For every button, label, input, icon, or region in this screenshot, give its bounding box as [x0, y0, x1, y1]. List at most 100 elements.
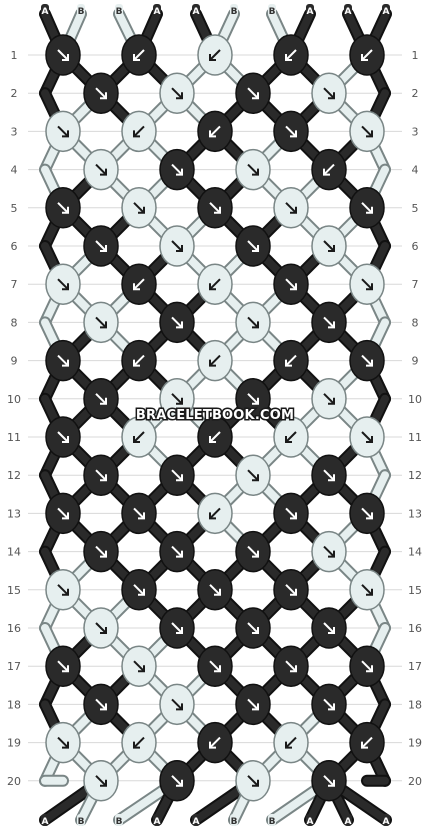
arrow-shaft [95, 316, 107, 329]
knot-se-A [83, 454, 119, 496]
arrow-shaft [57, 202, 69, 214]
arrow-sw-icon [209, 54, 216, 61]
strand-label-bg [41, 4, 49, 16]
knot-se-B [83, 301, 119, 344]
arrow-se-icon [366, 588, 373, 596]
strand-label: A [41, 814, 49, 827]
arrow-shaft [247, 393, 259, 405]
arrow-sw-icon [209, 359, 216, 367]
arrow-sw-icon [209, 741, 216, 749]
row-number-left: 14 [7, 546, 21, 559]
row-number-left: 13 [7, 507, 21, 520]
arrow-se-icon [328, 703, 335, 711]
arrow-sw-icon [133, 54, 140, 61]
knot-se-A [349, 645, 385, 687]
knot-sw-A [349, 34, 385, 76]
row-number-left: 3 [11, 125, 18, 138]
arrow-shaft [361, 507, 373, 520]
row-number-left: 2 [11, 87, 18, 100]
arrow-sw-icon [209, 283, 216, 291]
arrow-se-icon [290, 588, 297, 596]
strand-label-bg [192, 814, 200, 826]
arrow-se-icon [252, 703, 259, 711]
knot-se-B [311, 72, 347, 114]
knot-se-A [273, 569, 309, 611]
row-number-right: 19 [408, 737, 422, 750]
arrow-shaft [95, 622, 107, 634]
knot-sw-A [197, 416, 233, 458]
arrow-sw-icon [361, 54, 368, 61]
arrow-shaft [95, 469, 107, 481]
arrow-shaft [133, 660, 145, 672]
knot-se-B [45, 263, 81, 305]
arrow-shaft [247, 240, 259, 252]
arrow-se-icon [138, 588, 145, 596]
knot-se-B [311, 225, 347, 267]
strand-letter: B [78, 817, 85, 827]
strand-letter: A [307, 7, 314, 17]
arrow-shaft [361, 49, 373, 61]
arrow-sw-icon [133, 130, 140, 138]
arrow-sw-icon [209, 130, 216, 138]
knot-se-A [235, 607, 271, 649]
knot-se-A [235, 72, 271, 114]
arrow-shaft [285, 507, 297, 520]
strand-letter: A [345, 817, 352, 827]
knot-sw-A [197, 721, 233, 764]
arrow-se-icon [252, 627, 259, 634]
arrow-shaft [323, 469, 335, 481]
arrow-se-icon [62, 588, 69, 596]
knot-se-B [349, 569, 385, 611]
arrow-shaft [95, 240, 107, 252]
arrow-shaft [171, 698, 183, 711]
strand-label-bg [41, 814, 49, 826]
knot-se-B [311, 530, 347, 573]
arrow-sw-icon [285, 741, 292, 749]
arrow-se-icon [252, 779, 259, 787]
arrow-shaft [323, 316, 335, 329]
arrow-sw-icon [133, 741, 140, 749]
knot-se-A [197, 569, 233, 611]
arrow-se-icon [138, 512, 145, 520]
row-number-left: 16 [7, 622, 21, 635]
arrow-se-icon [328, 397, 335, 405]
arrow-sw-icon [133, 283, 140, 291]
arrow-shaft [57, 125, 69, 138]
knot-se-A [311, 454, 347, 496]
arrow-shaft [57, 431, 69, 443]
arrow-se-icon [62, 436, 69, 443]
arrow-sw-icon [285, 359, 292, 367]
arrow-shaft [247, 316, 259, 329]
knot-se-A [349, 339, 385, 382]
strand-label: B [115, 4, 123, 17]
arrow-se-icon [366, 359, 373, 367]
strand-label: B [268, 4, 276, 17]
arrow-se-icon [290, 283, 297, 291]
arrow-se-icon [176, 703, 183, 711]
arrow-se-icon [62, 130, 69, 138]
arrow-se-icon [62, 206, 69, 214]
arrow-se-icon [328, 245, 335, 252]
knot-se-B [349, 416, 385, 458]
arrow-sw-icon [209, 436, 216, 443]
arrow-shaft [133, 584, 145, 596]
knot-se-A [159, 607, 195, 649]
arrow-shaft [95, 775, 107, 787]
arrow-se-icon [252, 321, 259, 329]
arrow-se-icon [176, 92, 183, 100]
arrow-se-icon [176, 779, 183, 787]
knot-se-A [273, 492, 309, 535]
row-number-right: 14 [408, 546, 422, 559]
arrow-shaft [247, 622, 259, 634]
arrow-shaft [247, 775, 259, 787]
arrow-shaft [133, 507, 145, 520]
strand-label-bg [268, 814, 276, 826]
arrow-shaft [171, 316, 183, 329]
arrow-shaft [361, 660, 373, 672]
arrow-shaft [361, 584, 373, 596]
strand-label: A [306, 4, 314, 17]
arrow-shaft [57, 507, 69, 520]
strand-letter: A [307, 817, 314, 827]
arrow-se-icon [214, 665, 221, 673]
knot-se-B [273, 187, 309, 229]
